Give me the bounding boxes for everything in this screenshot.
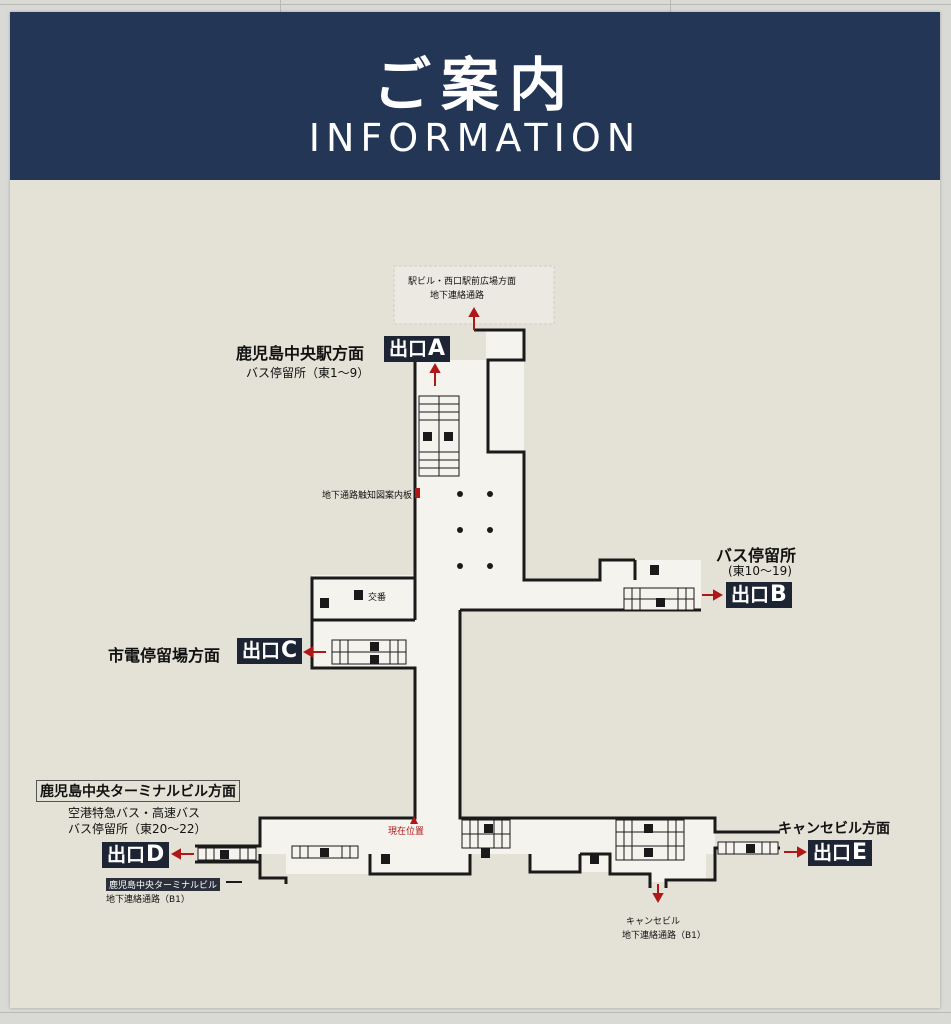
police-icon xyxy=(354,590,363,600)
escalator-icon xyxy=(644,824,653,833)
corridor-walls xyxy=(195,328,780,888)
elevator-icon xyxy=(481,848,490,858)
current-position-marker xyxy=(410,816,418,824)
arrow-right-icon xyxy=(797,846,808,858)
exit-d-bus-label-2: バス停留所（東20～22） xyxy=(68,822,207,836)
escalator-icon xyxy=(370,642,379,651)
arrow-up-icon xyxy=(468,306,480,317)
exit-a-direction-label: 鹿児島中央駅方面 xyxy=(236,344,365,363)
exit-b-badge: 出口B xyxy=(726,582,792,608)
title-japanese: ご案内 xyxy=(372,51,577,119)
facility-pictograms xyxy=(220,432,755,864)
escalator-icon xyxy=(484,824,493,833)
exit-b-sub-label: (東10～19) xyxy=(728,564,792,578)
arrow-up-icon xyxy=(429,362,441,373)
exit-e-badge: 出口E xyxy=(808,840,873,866)
exit-d-prefix: 出口 xyxy=(107,844,146,866)
tactile-map-label: 地下通路触知図案内板 xyxy=(322,491,413,501)
escalator-icon xyxy=(370,655,379,664)
exit-e-prefix: 出口 xyxy=(813,842,852,864)
exit-b-prefix: 出口 xyxy=(731,584,770,606)
station-floor-plan xyxy=(170,265,808,904)
escalator-icon xyxy=(444,432,453,441)
exit-e-direction-label: キャンセビル方面 xyxy=(778,821,890,837)
exit-b-direction-label: バス停留所 xyxy=(716,546,797,565)
arrow-right-icon xyxy=(713,589,724,601)
escalator-icon xyxy=(746,844,755,853)
escalator-icon xyxy=(423,432,432,441)
west-plaza-label: 駅ビル・西口駅前広場方面 xyxy=(408,277,517,287)
exit-c-badge: 出口C xyxy=(237,638,303,664)
exit-a-letter: A xyxy=(428,336,446,361)
escalator-icon xyxy=(656,598,665,607)
wall-seam xyxy=(0,1012,951,1013)
exit-d-badge: 出口D xyxy=(102,842,170,868)
exit-a-prefix: 出口 xyxy=(389,338,428,360)
current-position-label: 現在位置 xyxy=(388,827,425,837)
arrow-left-icon xyxy=(302,646,313,658)
exit-c-prefix: 出口 xyxy=(242,640,281,662)
elevator-icon xyxy=(381,854,390,864)
west-plaza-passage-label: 地下連絡通路 xyxy=(430,291,485,301)
exit-d-direction-label: 鹿児島中央ターミナルビル方面 xyxy=(36,780,240,802)
header-banner: ご案内 INFORMATION xyxy=(10,12,940,180)
escalator-icon xyxy=(220,850,229,859)
exit-d-letter: D xyxy=(146,842,165,867)
arrow-left-icon xyxy=(170,848,181,860)
tactile-map-marker xyxy=(415,488,420,498)
arrow-down-icon xyxy=(652,893,664,904)
terminal-passage-label: 地下連絡通路（B1） xyxy=(106,895,190,905)
cancebill-passage-label: 地下連絡通路（B1） xyxy=(622,931,706,941)
exit-a-badge: 出口A xyxy=(384,336,451,362)
exit-c-direction-label: 市電停留場方面 xyxy=(108,646,221,665)
elevator-icon xyxy=(650,565,659,575)
terminal-tag: 鹿児島中央ターミナルビル xyxy=(106,878,221,891)
wall-seam xyxy=(0,4,951,5)
cancebill-label: キャンセビル xyxy=(626,917,681,927)
information-board: ご案内 INFORMATION xyxy=(10,12,940,1008)
escalator-icon xyxy=(320,848,329,857)
wall-seam xyxy=(280,0,281,12)
elevator-icon xyxy=(590,854,599,864)
title-english: INFORMATION xyxy=(308,116,642,160)
wall-seam xyxy=(670,0,671,12)
pillars xyxy=(457,491,493,569)
elevator-icon xyxy=(320,598,329,608)
exit-e-letter: E xyxy=(852,840,868,865)
police-box-label: 交番 xyxy=(368,593,387,603)
exit-arrows xyxy=(170,306,808,904)
exit-a-bus-label: バス停留所（東1～9） xyxy=(246,366,370,380)
exit-d-bus-label-1: 空港特急バス・高速バス xyxy=(68,806,201,820)
exit-b-letter: B xyxy=(770,582,787,607)
escalator-icon xyxy=(644,848,653,857)
exit-c-letter: C xyxy=(281,638,298,663)
